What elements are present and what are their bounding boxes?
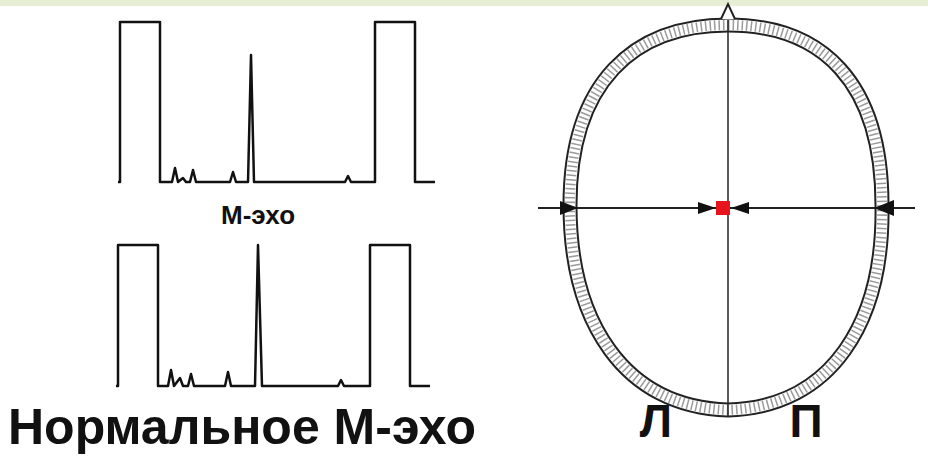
arrowhead bbox=[731, 202, 749, 214]
arrowhead bbox=[560, 201, 578, 215]
echo-trace bbox=[116, 245, 430, 386]
echo-trace bbox=[118, 22, 435, 182]
side-label: Л bbox=[640, 398, 672, 444]
arrowhead bbox=[874, 200, 894, 216]
caption: Нормальное М-эхо bbox=[8, 402, 476, 452]
skull-hatching bbox=[570, 25, 882, 410]
skull-bone bbox=[570, 25, 882, 410]
nose-mark bbox=[721, 4, 735, 19]
midline bbox=[727, 20, 729, 416]
trace-label: М-эхо bbox=[221, 202, 295, 228]
midline-echo-dot bbox=[716, 201, 730, 215]
side-label: П bbox=[789, 398, 822, 444]
top-strip bbox=[0, 0, 928, 6]
arrowhead bbox=[698, 202, 716, 214]
skull-outline bbox=[570, 25, 882, 410]
